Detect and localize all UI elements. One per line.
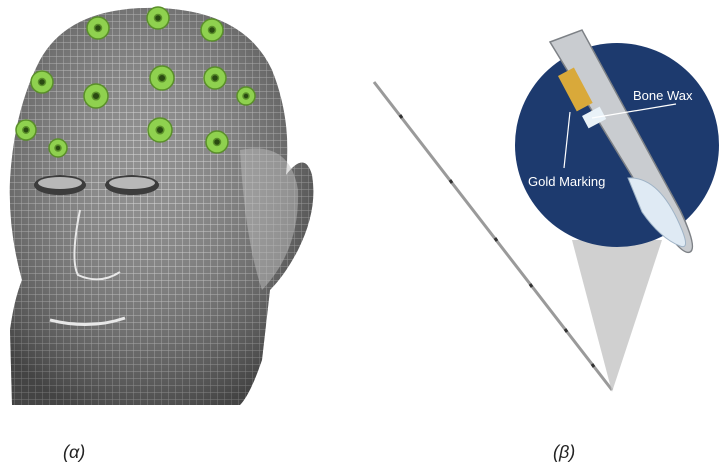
needle-diagram: Bone Wax Gold Marking (360, 0, 722, 410)
electrode-icon (206, 131, 228, 153)
electrode-icon (49, 139, 67, 157)
electrode-icon (16, 120, 36, 140)
label-gold-marking: Gold Marking (528, 174, 605, 189)
panel-head-illustration (0, 0, 330, 410)
label-bone-wax: Bone Wax (633, 88, 693, 103)
electrode-icon (148, 118, 172, 142)
electrode-icon (204, 67, 226, 89)
electrode-icon (84, 84, 108, 108)
panel-needle-illustration: Bone Wax Gold Marking (360, 0, 722, 410)
electrode-icon (147, 7, 169, 29)
electrode-icon (87, 17, 109, 39)
head-wireframe-image (0, 0, 330, 410)
electrode-icon (201, 19, 223, 41)
electrode-icon (31, 71, 53, 93)
zoom-cone (572, 240, 662, 392)
electrode-icon (237, 87, 255, 105)
caption-alpha: (α) (63, 442, 85, 463)
electrode-icon (150, 66, 174, 90)
caption-beta: (β) (553, 442, 575, 463)
